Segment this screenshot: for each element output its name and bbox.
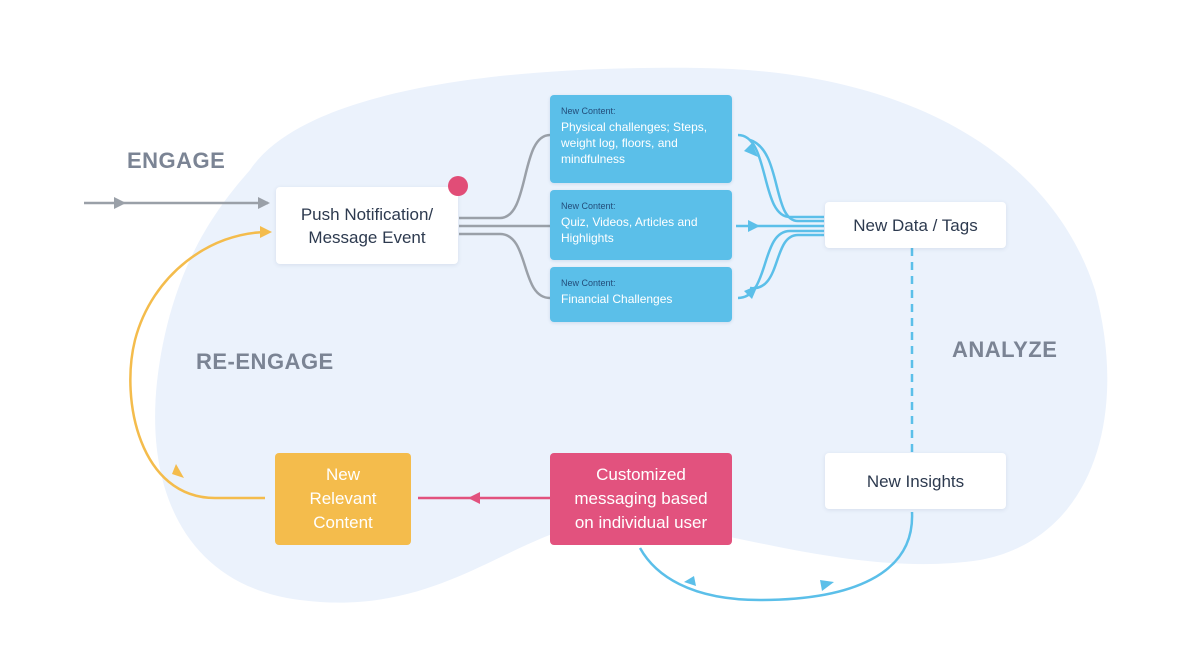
content-heading: New Content: <box>561 106 616 116</box>
content-body: Financial Challenges <box>561 292 673 306</box>
engage-arrow-head-end <box>258 197 270 209</box>
merge-line-bottom-b <box>749 233 824 290</box>
push-notification-label: Push Notification/ Message Event <box>300 204 434 247</box>
merge-line-top <box>737 133 824 219</box>
new-insights-box: New Insights <box>825 453 1006 509</box>
merge-arrow-head-bottom <box>744 285 758 299</box>
content-body: Quiz, Videos, Articles and Highlights <box>561 215 698 245</box>
merge-arrow-head-mid <box>748 220 760 232</box>
new-relevant-content-box: New Relevant Content <box>275 453 411 545</box>
content-box-quiz: New Content: Quiz, Videos, Articles and … <box>550 190 732 260</box>
reengage-loop-head-top <box>260 226 272 238</box>
branch-line-top <box>459 133 551 220</box>
pink-arrow-head <box>468 492 480 504</box>
content-body: Physical challenges; Steps, weight log, … <box>561 120 708 166</box>
stage-label-analyze: ANALYZE <box>952 337 1058 362</box>
insights-curve-head-left <box>684 576 696 586</box>
insights-curve-head-right <box>820 580 834 591</box>
engage-arrow-head-mid <box>114 197 126 209</box>
stage-label-re-engage: RE-ENGAGE <box>196 349 334 374</box>
customized-messaging-box: Customized messaging based on individual… <box>550 453 732 545</box>
new-relevant-content-label: New Relevant Content <box>309 465 377 532</box>
new-data-tags-label: New Data / Tags <box>853 215 978 235</box>
customized-messaging-label: Customized messaging based on individual… <box>574 465 708 532</box>
content-box-financial: New Content: Financial Challenges <box>550 267 732 322</box>
content-heading: New Content: <box>561 201 616 211</box>
insights-curve <box>638 511 914 602</box>
reengage-loop-head-bottom <box>172 464 184 478</box>
content-box-physical: New Content: Physical challenges; Steps,… <box>550 95 732 183</box>
reengage-loop <box>129 230 269 500</box>
merge-line-top-b <box>749 138 824 223</box>
new-data-tags-box: New Data / Tags <box>825 202 1006 248</box>
content-heading: New Content: <box>561 278 616 288</box>
stage-label-engage: ENGAGE <box>127 148 226 173</box>
new-insights-label: New Insights <box>866 471 965 491</box>
notification-dot <box>448 176 468 196</box>
merge-arrow-head-top <box>744 143 758 157</box>
branch-line-bottom <box>459 232 551 300</box>
push-notification-box: Push Notification/ Message Event <box>276 187 458 264</box>
